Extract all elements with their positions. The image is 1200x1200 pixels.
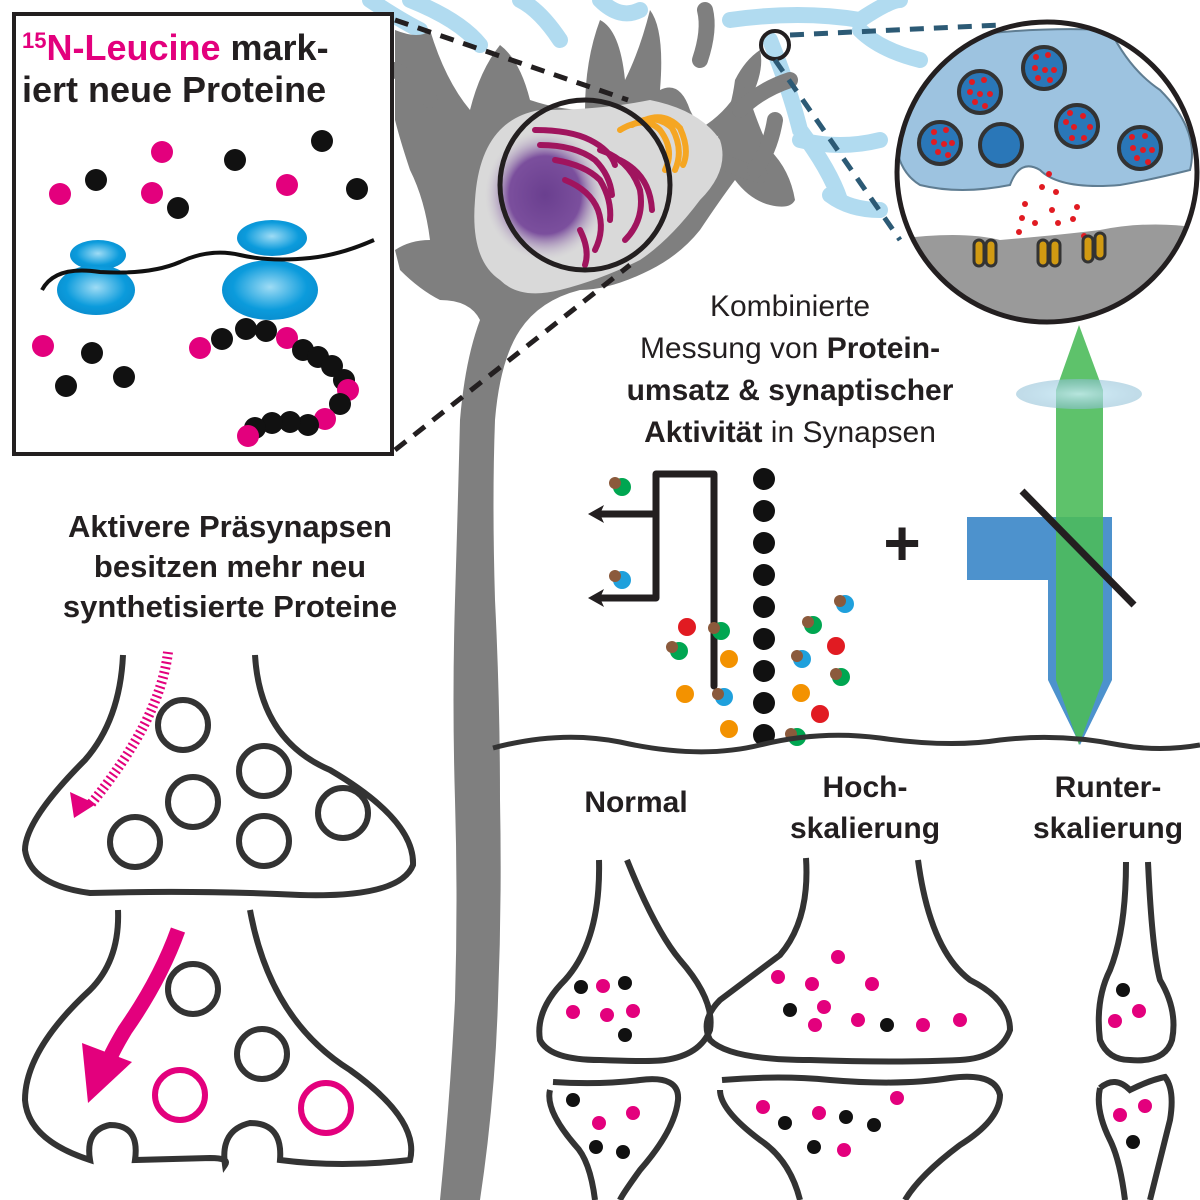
presynapse-inactive (21, 651, 417, 899)
peptide-column (753, 468, 775, 746)
label-upscaling-2: skalierung (790, 812, 940, 845)
neuron (387, 2, 798, 1200)
nascent-protein-chain (189, 318, 359, 447)
neurotransmitters (931, 52, 1155, 239)
synapse-zoom (894, 19, 1200, 325)
tissue-surface-line (492, 732, 1200, 755)
leucine-box-title-line2: iert neue Proteine (22, 69, 326, 110)
dotted-arrow (86, 651, 173, 809)
measurement-line1: Kombinierte (710, 290, 870, 323)
active-presynapse-caption: Aktivere Präsynapsen besitzen mehr neu s… (63, 509, 397, 624)
active-line1: Aktivere Präsynapsen (68, 509, 392, 544)
arrow-head-lower (588, 589, 604, 607)
presynapse-active (21, 909, 415, 1173)
plus-sign: + (883, 507, 920, 579)
ribosome-large-2 (222, 260, 318, 320)
leucine-box: 15N-Leucine mark- iert neue Proteine (12, 12, 394, 456)
scaling-labels: Normal Hoch- skalierung Runter- skalieru… (584, 771, 1183, 845)
active-line2: besitzen mehr neu (94, 549, 366, 584)
neuron-body (395, 10, 795, 1200)
label-downscaling-2: skalierung (1033, 812, 1183, 845)
optical-schematic (967, 325, 1142, 745)
measurement-line4: Aktivität in Synapsen (644, 416, 936, 449)
synapse-zoom-marker (759, 29, 791, 61)
label-normal: Normal (584, 786, 687, 819)
ribosome-large-1 (57, 265, 135, 315)
labeled-peptides (609, 477, 854, 746)
ribosome-small-2 (237, 220, 307, 256)
label-upscaling-1: Hoch- (823, 771, 908, 804)
golgi-apparatus (617, 114, 689, 173)
active-line3: synthetisierte Proteine (63, 589, 397, 624)
soma-zoom-circle (497, 97, 673, 273)
leucine-box-title-line1: 15N-Leucine mark- (22, 27, 329, 68)
receptors (972, 231, 1107, 268)
zoom-connectors (393, 17, 1001, 452)
mrna-strand (40, 238, 375, 292)
mass-spec-schematic (588, 468, 854, 746)
objective-lens (1016, 379, 1142, 409)
green-beam (1056, 325, 1103, 745)
free-amino-acids (32, 130, 368, 397)
dichroic-mirror (1019, 488, 1137, 608)
measurement-line2: Messung von Protein- (640, 332, 940, 365)
arrow-head-upper (588, 505, 604, 523)
synapse-downscaled (1095, 861, 1177, 1200)
measurement-line3: umsatz & synaptischer (627, 374, 954, 407)
synapse-normal (536, 858, 714, 1200)
ion-path (596, 470, 718, 690)
ribosome-small-1 (70, 240, 126, 270)
endoplasmic-reticulum (532, 127, 655, 268)
label-downscaling-1: Runter- (1055, 771, 1162, 804)
synapse-upscaled (703, 857, 1014, 1200)
measurement-caption: Kombinierte Messung von Protein- umsatz … (627, 290, 954, 449)
